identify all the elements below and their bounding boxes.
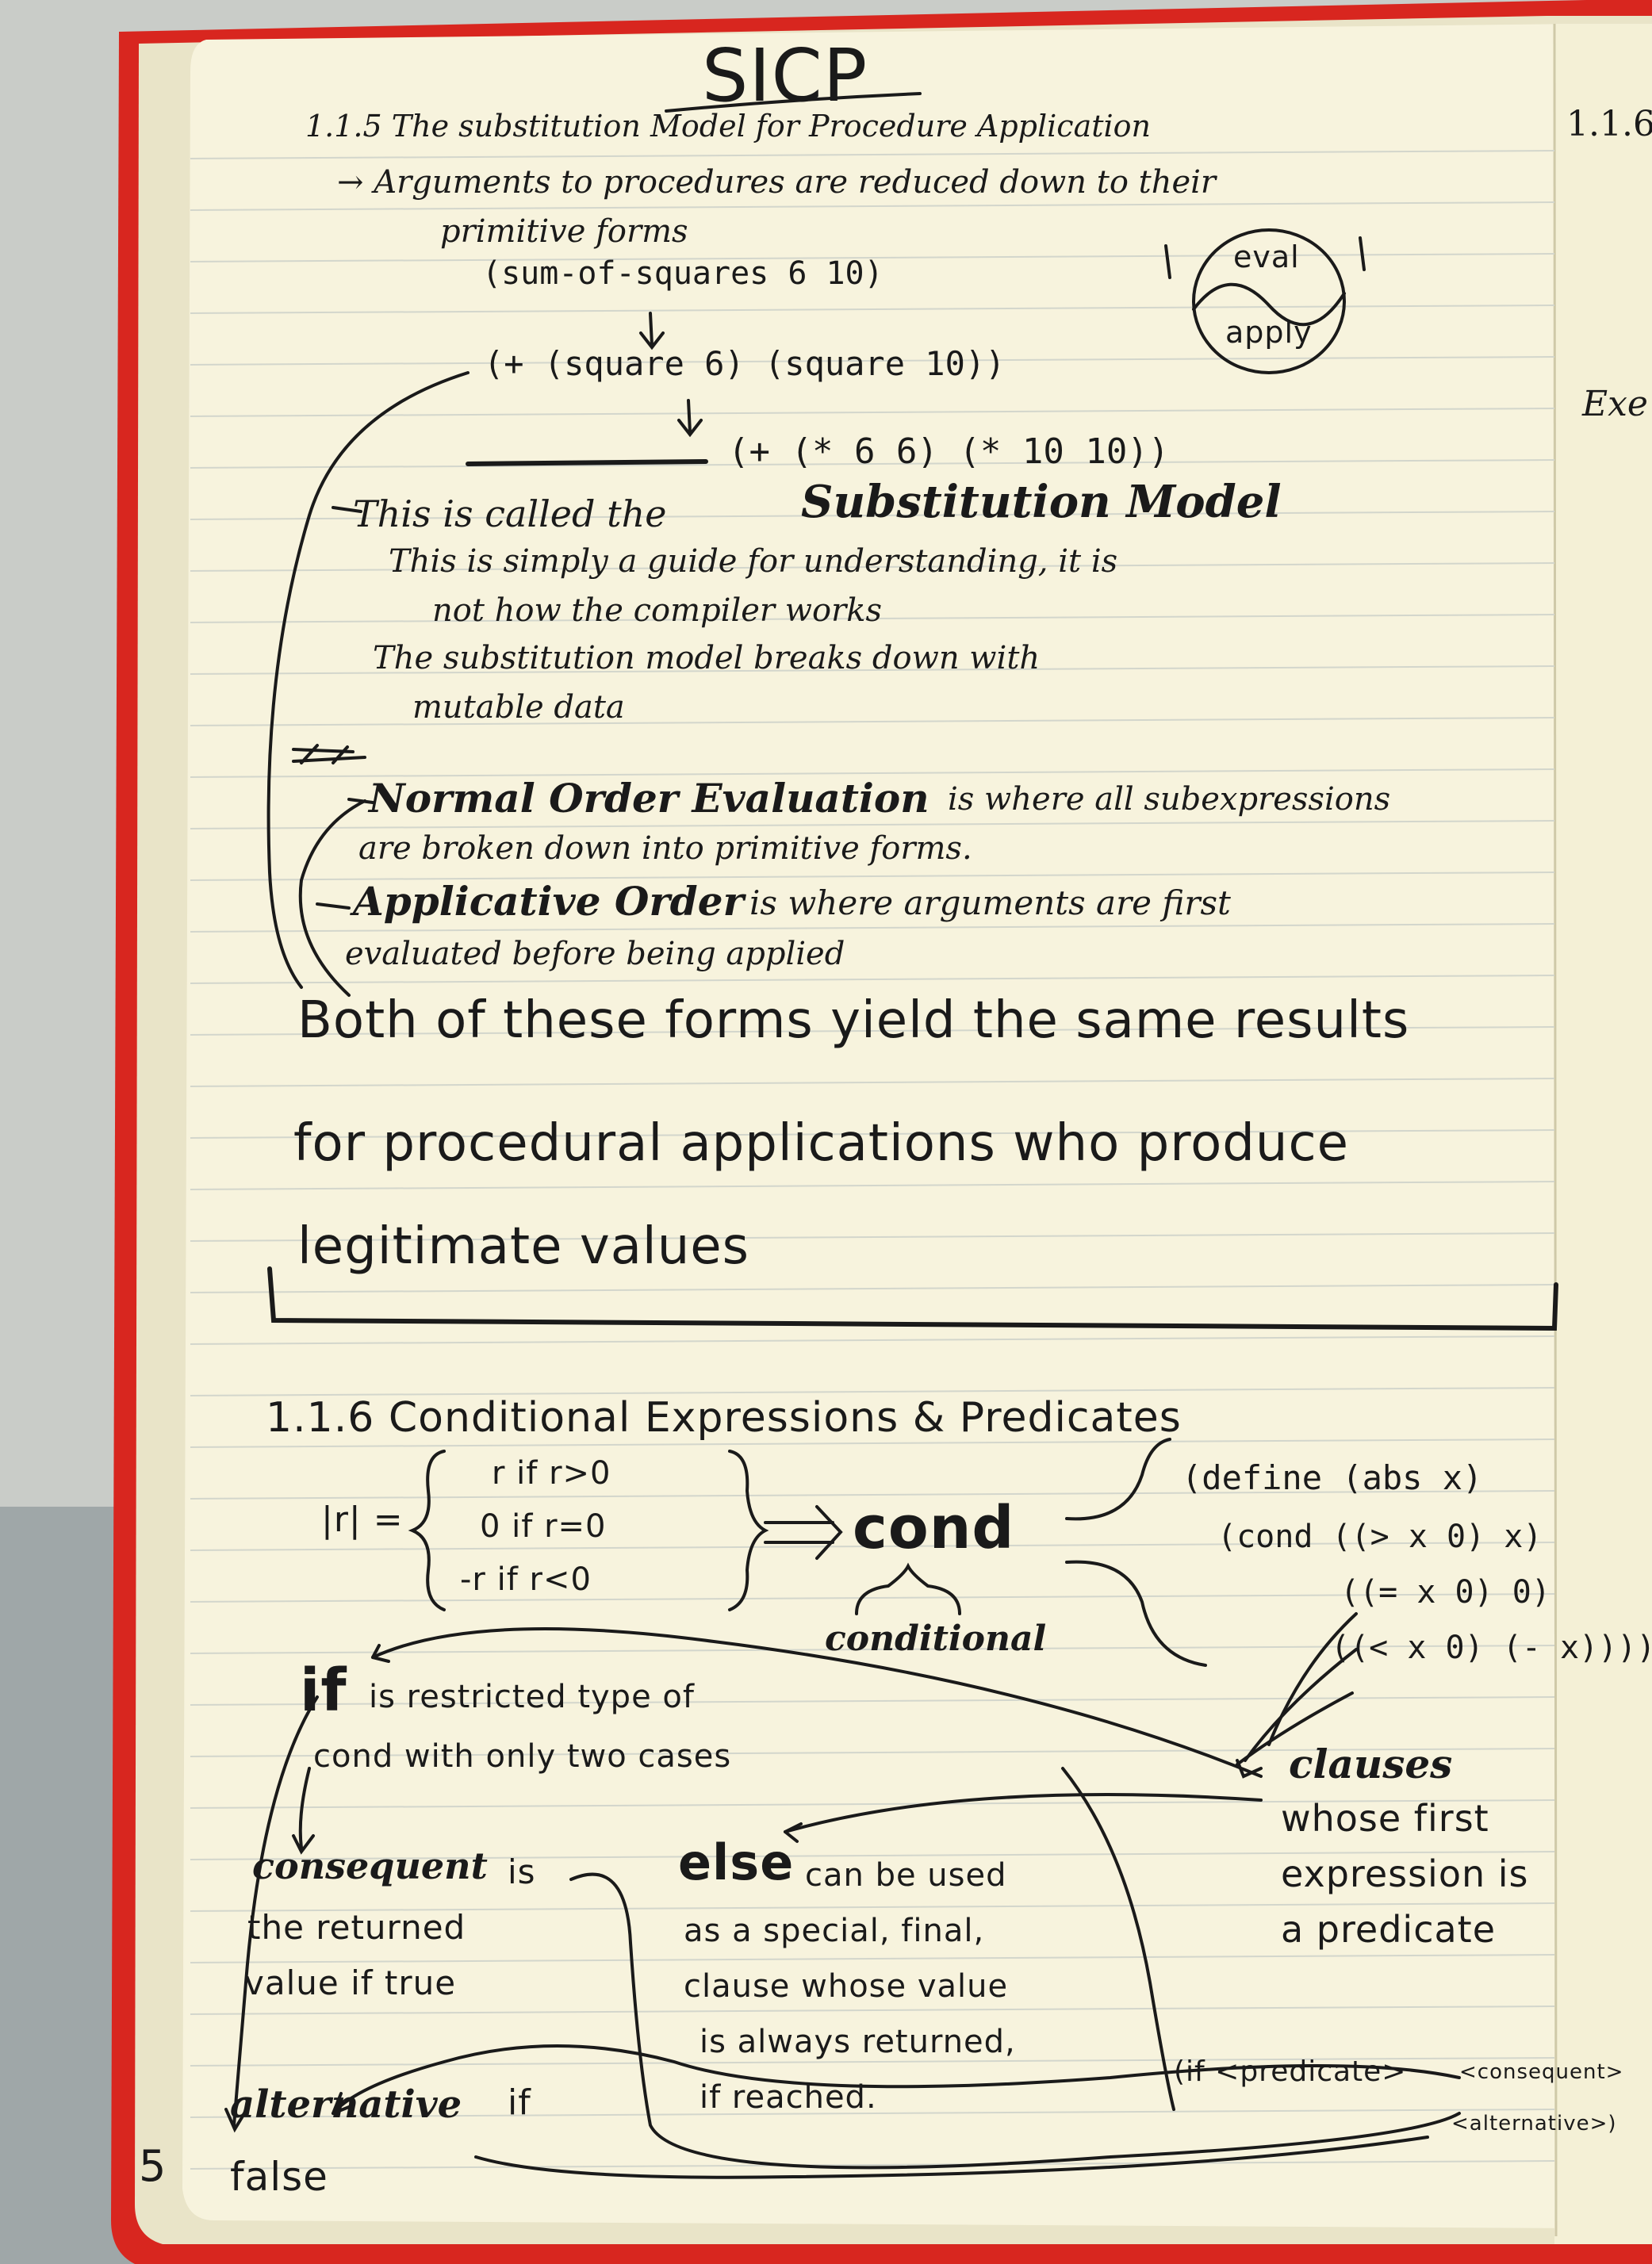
if-form-consequent: <consequent> — [1459, 2060, 1624, 2084]
note-guide-line1: This is simply a guide for understanding… — [389, 543, 1118, 580]
eval-label: eval — [1233, 239, 1300, 274]
normal-order-desc1: is where all subexpressions — [948, 781, 1391, 818]
note-line-arguments: → Arguments to procedures are reduced do… — [337, 164, 1217, 201]
alternative-desc1: if — [508, 2082, 531, 2123]
right-page-note: Exe — [1582, 384, 1648, 424]
alternative-desc2: false — [230, 2154, 328, 2200]
else-desc3: clause whose value — [684, 1968, 1009, 2005]
if-keyword: if — [300, 1657, 347, 1725]
clauses-term: clauses — [1289, 1741, 1453, 1787]
alternative-term: alternative — [230, 2082, 462, 2127]
applicative-order-desc1: is where arguments are first — [749, 883, 1231, 922]
substitution-model-term: Substitution Model — [801, 476, 1282, 528]
case-negative: -r if r<0 — [460, 1561, 592, 1598]
clauses-desc1: whose first — [1281, 1797, 1489, 1840]
code-eq-clause: ((= x 0) 0) — [1340, 1574, 1550, 1611]
conditional-label: conditional — [825, 1619, 1047, 1659]
if-form-predicate: (if <predicate> — [1174, 2055, 1407, 2088]
else-keyword: else — [678, 1833, 795, 1891]
expression-multiply-step: (+ (* 6 6) (* 10 10)) — [728, 431, 1170, 472]
else-desc1: can be used — [805, 1857, 1007, 1894]
notebook-title: SICP — [702, 33, 868, 118]
applicative-order-desc2: evaluated before being applied — [345, 936, 845, 972]
summary-line1: Both of these forms yield the same resul… — [297, 991, 1410, 1050]
expression-square-step: (+ (square 6) (square 10)) — [484, 344, 1006, 383]
apply-label: apply — [1225, 315, 1313, 350]
case-positive: r if r>0 — [492, 1455, 611, 1492]
if-desc1: is restricted type of — [369, 1679, 695, 1715]
code-define: (define (abs x) — [1182, 1458, 1483, 1497]
consequent-term: consequent — [252, 1845, 488, 1887]
consequent-desc2: the returned — [247, 1908, 466, 1947]
note-guide-line2: not how the compiler works — [432, 592, 882, 629]
summary-line3: legitimate values — [297, 1217, 749, 1276]
section-heading-115: 1.1.5 The substitution Model for Procedu… — [305, 109, 1152, 144]
right-page-header: 1.1.6 — [1566, 104, 1652, 144]
code-cond: (cond ((> x 0) x) — [1217, 1519, 1543, 1555]
clauses-desc3: a predicate — [1281, 1908, 1497, 1951]
else-desc4: is always returned, — [700, 2024, 1016, 2060]
case-zero: 0 if r=0 — [480, 1508, 607, 1545]
page-number: 5 — [139, 2141, 167, 2191]
expression-sum-of-squares: (sum-of-squares 6 10) — [482, 255, 883, 292]
note-line-primitive-forms: primitive forms — [440, 213, 688, 250]
applicative-order-term: Applicative Order — [353, 878, 744, 925]
note-breaks-line1: The substitution model breaks down with — [373, 640, 1041, 676]
section-heading-116: 1.1.6 Conditional Expressions & Predicat… — [266, 1394, 1182, 1442]
abs-lhs: |r| = — [321, 1500, 404, 1540]
model-prefix: This is called the — [353, 492, 667, 535]
else-desc5: if reached. — [700, 2079, 877, 2116]
summary-line2: for procedural applications who produce — [293, 1114, 1349, 1173]
if-desc2: cond with only two cases — [313, 1738, 732, 1775]
cond-keyword: cond — [853, 1494, 1015, 1562]
normal-order-desc2: are broken down into primitive forms. — [358, 830, 972, 867]
note-breaks-line2: mutable data — [412, 689, 625, 726]
else-desc2: as a special, final, — [684, 1913, 985, 1949]
code-lt-clause: ((< x 0) (- x)))) — [1331, 1630, 1652, 1666]
clauses-desc2: expression is — [1281, 1852, 1529, 1895]
consequent-desc3: value if true — [244, 1963, 457, 2002]
consequent-desc1: is — [508, 1852, 536, 1891]
normal-order-term: Normal Order Evaluation — [369, 775, 929, 822]
if-form-alternative: <alternative>) — [1451, 2112, 1617, 2136]
